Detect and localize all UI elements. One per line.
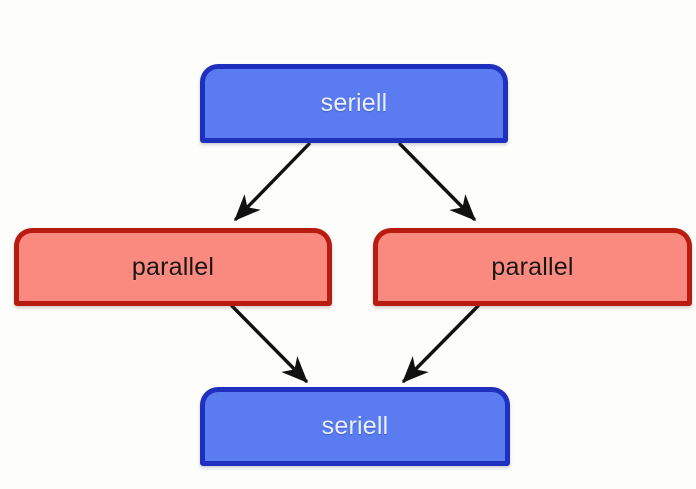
node-serial-bottom[interactable]: seriell [200, 387, 510, 466]
edge-right-to-bottom [402, 304, 480, 383]
node-serial-top[interactable]: seriell [200, 64, 508, 143]
node-serial-bottom-label: seriell [321, 412, 389, 440]
edge-top-to-right [398, 142, 476, 221]
node-parallel-left[interactable]: parallel [14, 228, 332, 306]
node-parallel-right-label: parallel [491, 252, 574, 281]
edge-top-to-left [234, 142, 311, 221]
node-parallel-left-label: parallel [131, 252, 215, 281]
edge-left-to-bottom [230, 304, 308, 383]
node-parallel-right[interactable]: parallel [373, 228, 692, 306]
node-serial-top-label: seriell [320, 89, 388, 117]
